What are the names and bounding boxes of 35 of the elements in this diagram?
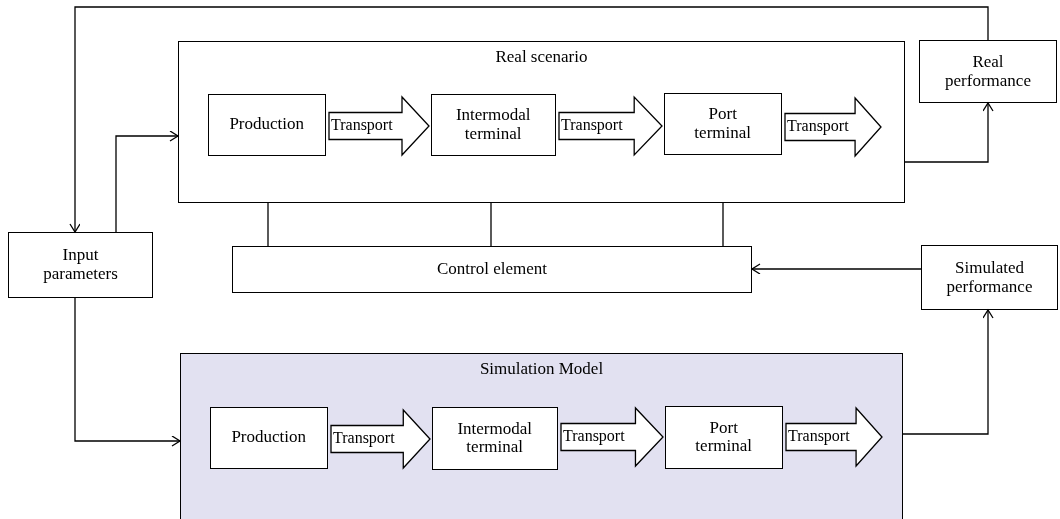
connector-line [267,202,269,247]
process-box: Control element [232,246,752,293]
arrow [74,297,181,447]
process-box: Intermodal terminal [431,406,558,470]
process-box: Intermodal terminal [430,93,556,156]
block-arrow [785,406,883,468]
arrow [69,6,989,233]
edge-label: Transport [787,118,849,135]
edge-label: Transport [333,430,395,447]
arrow [751,263,922,275]
edge-label: Transport [561,117,623,134]
process-box: Production [207,93,326,156]
panel-title: Simulation Model [478,359,605,379]
process-box: Simulated performance [921,245,1058,310]
process-box: Production [209,406,328,469]
panel-title: Real scenario [494,47,589,67]
block-arrow [784,96,882,158]
scenario-panel [180,353,903,519]
arrow [904,102,994,163]
edge-label: Transport [563,428,625,445]
block-arrow [560,406,664,468]
block-arrow [330,408,431,470]
process-box: Port terminal [664,405,783,469]
process-box: Real performance [919,40,1057,103]
edge-label: Transport [331,117,393,134]
connector-line [490,202,492,247]
arrow [115,130,179,233]
edge-label: Transport [788,428,850,445]
arrow [902,309,994,435]
process-box: Port terminal [663,92,782,155]
block-arrow [558,95,663,157]
block-arrow [328,95,430,157]
process-box: Input parameters [8,232,153,298]
scenario-panel [178,41,905,203]
connector-line [722,202,724,247]
